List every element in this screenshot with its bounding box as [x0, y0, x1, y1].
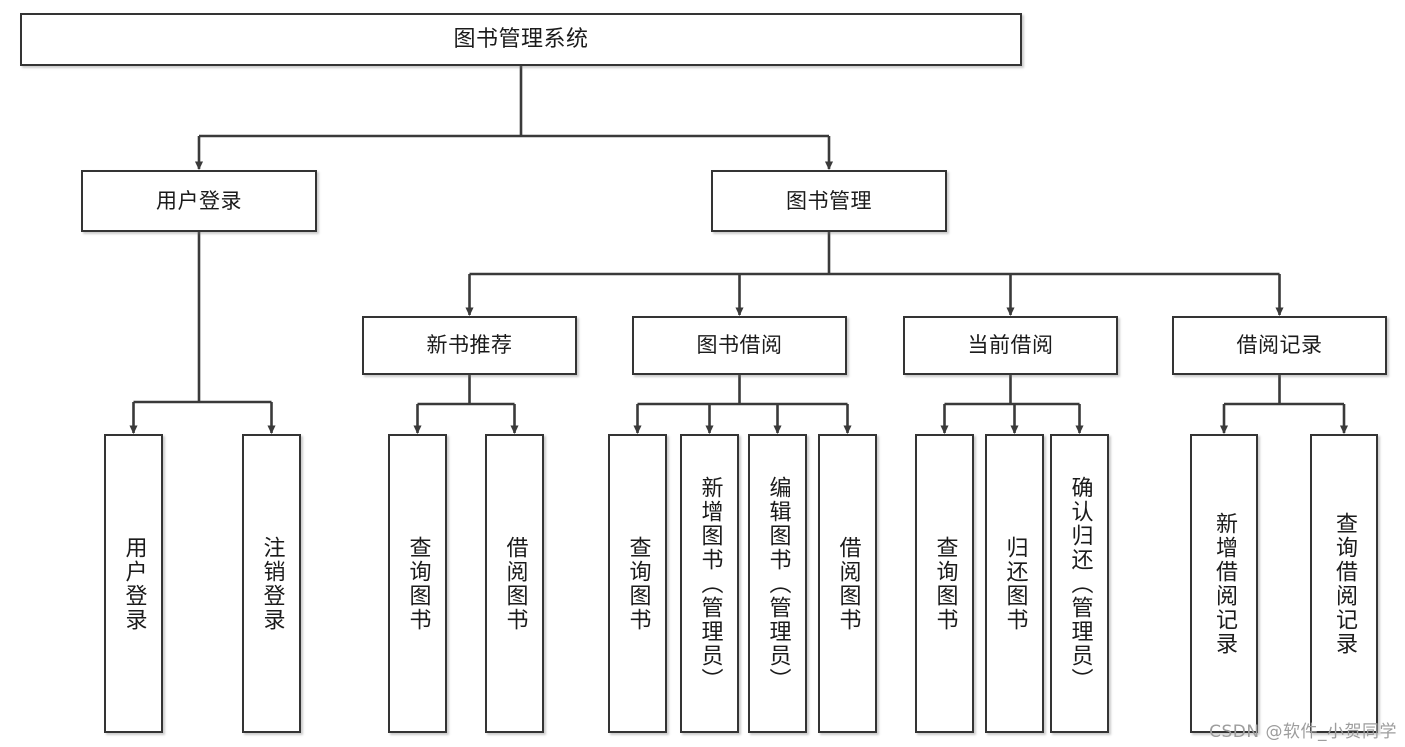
node-leaf-query-book-3-label: 查询图书 — [932, 535, 958, 632]
node-leaf-confirm-return[interactable]: 确认归还（管理员） — [1050, 434, 1109, 733]
node-book-manage-label: 图书管理 — [786, 188, 872, 213]
node-leaf-borrow-book-2-label: 借阅图书 — [835, 535, 861, 632]
node-leaf-user-login-label: 用户登录 — [121, 535, 147, 632]
node-borrow-record[interactable]: 借阅记录 — [1172, 316, 1387, 375]
node-leaf-borrow-book-1[interactable]: 借阅图书 — [485, 434, 544, 733]
node-new-book-recommend[interactable]: 新书推荐 — [362, 316, 577, 375]
connector-paths — [129, 66, 1349, 435]
node-leaf-return-book[interactable]: 归还图书 — [985, 434, 1044, 733]
node-leaf-query-book-2[interactable]: 查询图书 — [608, 434, 667, 733]
node-leaf-query-book-1-label: 查询图书 — [405, 535, 431, 632]
root-node[interactable]: 图书管理系统 — [20, 13, 1022, 66]
node-leaf-borrow-book-1-label: 借阅图书 — [502, 535, 528, 632]
node-leaf-query-record[interactable]: 查询借阅记录 — [1310, 434, 1378, 733]
node-borrow-record-label: 借阅记录 — [1236, 333, 1323, 358]
node-leaf-return-book-label: 归还图书 — [1002, 535, 1028, 632]
node-book-manage[interactable]: 图书管理 — [711, 170, 947, 232]
root-node-label: 图书管理系统 — [453, 26, 589, 52]
node-book-borrow-label: 图书借阅 — [696, 333, 783, 358]
node-leaf-query-book-1[interactable]: 查询图书 — [388, 434, 447, 733]
node-leaf-add-record[interactable]: 新增借阅记录 — [1190, 434, 1258, 733]
node-leaf-add-book[interactable]: 新增图书（管理员） — [680, 434, 739, 733]
node-leaf-logout[interactable]: 注销登录 — [242, 434, 301, 733]
node-leaf-borrow-book-2[interactable]: 借阅图书 — [818, 434, 877, 733]
node-leaf-query-record-label: 查询借阅记录 — [1332, 511, 1357, 656]
node-leaf-add-book-label: 新增图书（管理员） — [697, 475, 723, 692]
watermark-text: CSDN @软件_小贺同学 — [1209, 722, 1397, 742]
node-leaf-add-record-label: 新增借阅记录 — [1212, 511, 1237, 656]
node-leaf-edit-book-label: 编辑图书（管理员） — [765, 475, 791, 692]
node-leaf-query-book-3[interactable]: 查询图书 — [915, 434, 974, 733]
node-user-login-label: 用户登录 — [156, 188, 242, 213]
node-leaf-confirm-return-label: 确认归还（管理员） — [1067, 475, 1093, 692]
node-current-borrow-label: 当前借阅 — [967, 333, 1054, 358]
node-user-login[interactable]: 用户登录 — [81, 170, 317, 232]
node-new-book-recommend-label: 新书推荐 — [426, 333, 513, 358]
node-leaf-edit-book[interactable]: 编辑图书（管理员） — [748, 434, 807, 733]
node-leaf-query-book-2-label: 查询图书 — [625, 535, 651, 632]
node-leaf-user-login[interactable]: 用户登录 — [104, 434, 163, 733]
node-current-borrow[interactable]: 当前借阅 — [903, 316, 1118, 375]
node-leaf-logout-label: 注销登录 — [259, 535, 285, 632]
node-book-borrow[interactable]: 图书借阅 — [632, 316, 847, 375]
